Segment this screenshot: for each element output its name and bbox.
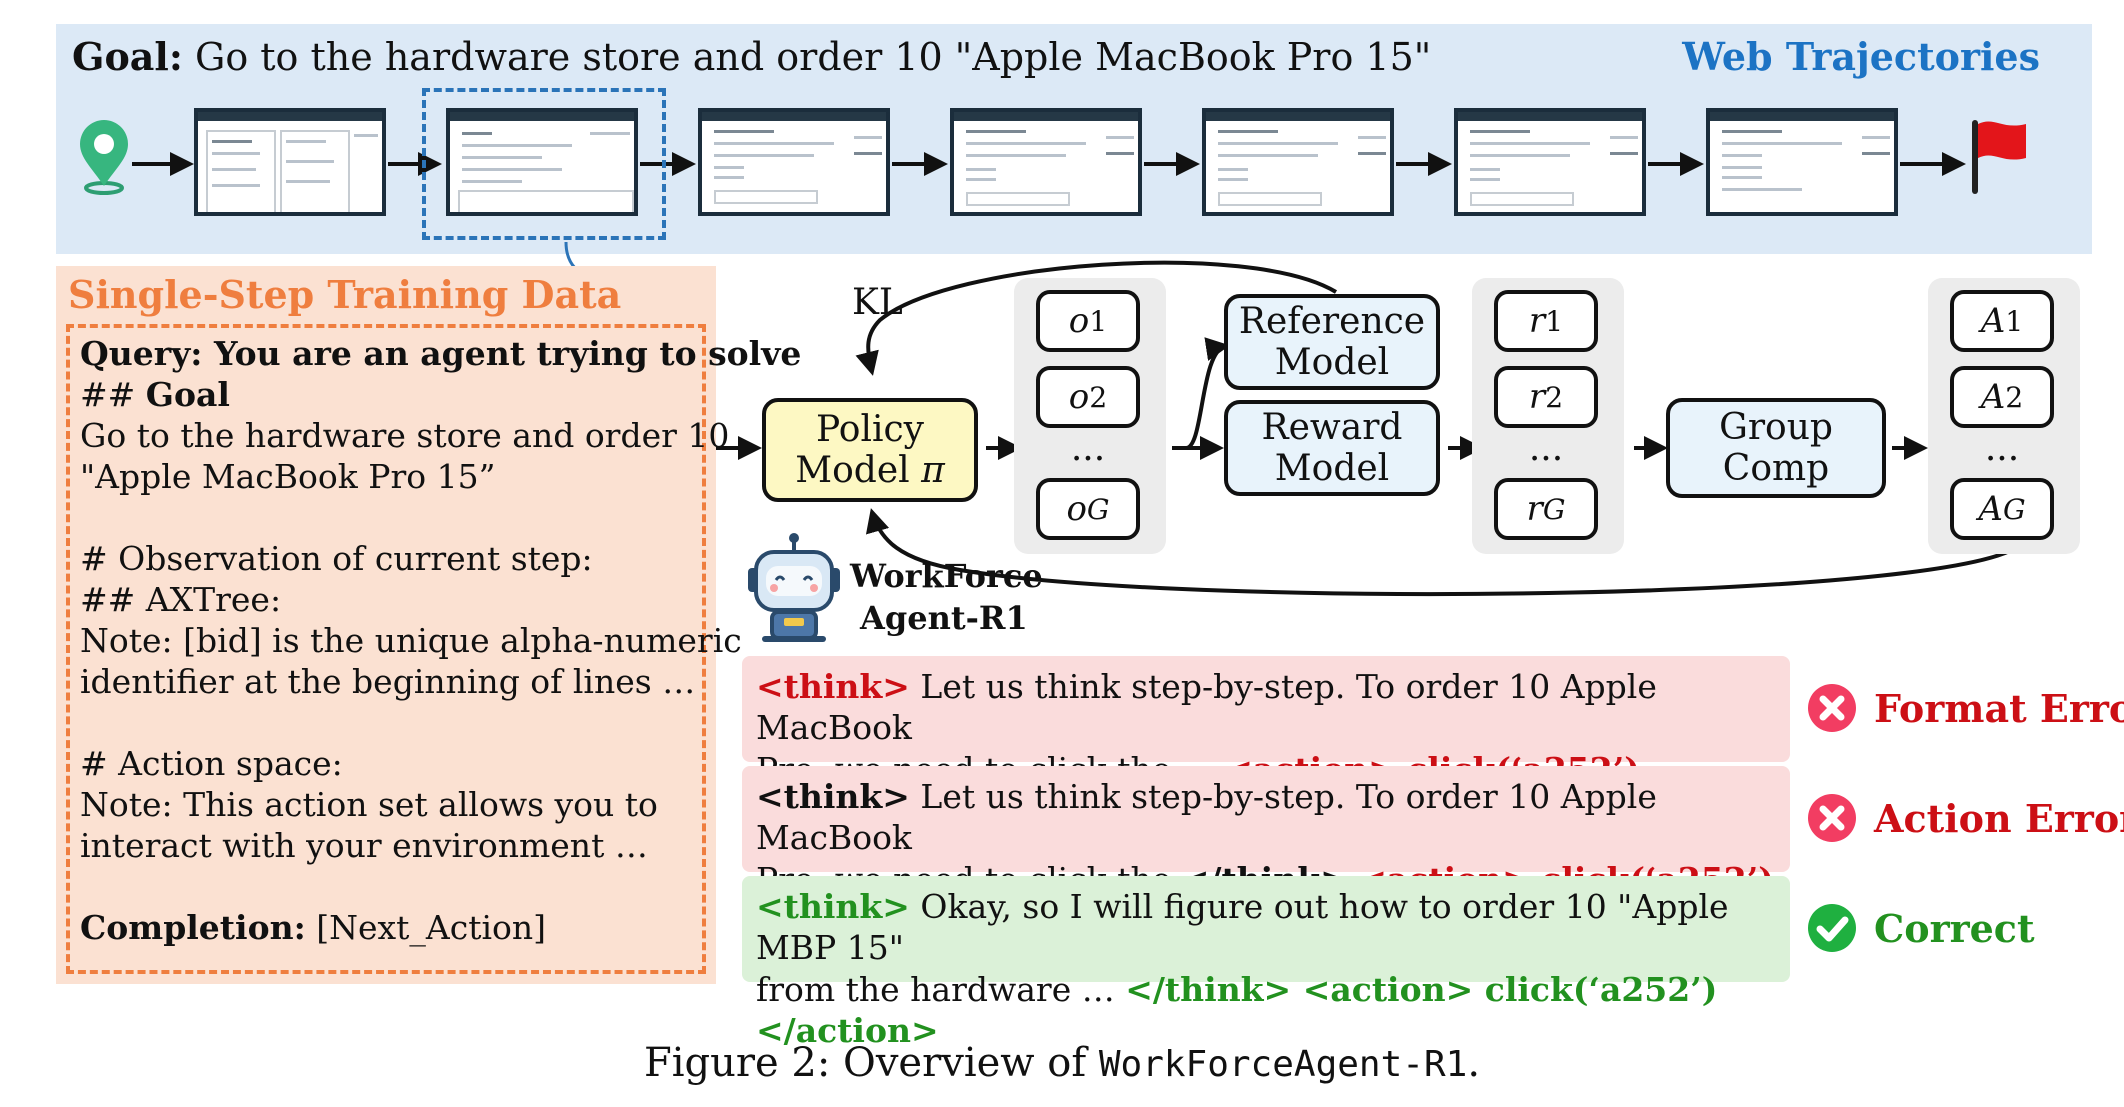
note-line: Note: [bid] is the unique alpha-numeric [80, 621, 742, 660]
action-note-line: Note: This action set allows you to [80, 785, 658, 824]
kl-label: KL [852, 282, 903, 323]
trajectory-screenshot [194, 108, 386, 216]
check-circle-icon [1808, 904, 1856, 952]
trajectory-screenshot [698, 108, 890, 216]
robot-icon [748, 533, 840, 642]
observation-heading: # Observation of current step: [80, 539, 593, 578]
action-note-line: interact with your environment … [80, 826, 648, 865]
trajectory-screenshot [1706, 108, 1898, 216]
query-line: Query: You are an agent trying to solve [80, 334, 802, 373]
completion-line: Completion: [Next_Action] [80, 908, 547, 947]
web-trajectories-title: Web Trajectories [1682, 34, 2040, 79]
axtree-heading: ## AXTree: [80, 580, 282, 619]
selected-step-highlight [422, 88, 666, 240]
training-data-box [66, 324, 706, 974]
figure-caption: Figure 2: Overview of WorkForceAgent-R1. [643, 1040, 1481, 1086]
trajectory-screenshot [1454, 108, 1646, 216]
goal-heading: ## Goal [80, 375, 230, 414]
training-data-title: Single-Step Training Data [68, 272, 622, 317]
format-error-example: <think> Let us think step-by-step. To or… [742, 656, 1790, 830]
advantages-ellipsis: ... [1984, 428, 2020, 469]
correct-example: <think> Okay, so I will figure out how t… [742, 876, 1790, 1050]
agent-name: WorkForce Agent-R1 [850, 557, 1043, 637]
map-pin-icon [80, 120, 128, 195]
rewards-ellipsis: ... [1528, 428, 1564, 469]
goal-line: "Apple MacBook Pro 15” [80, 457, 496, 496]
action-error-status: Action Error [1806, 792, 2124, 844]
format-error-status: Format Error [1806, 682, 2124, 734]
goal-text: Goal: Go to the hardware store and order… [72, 34, 1432, 79]
note-line: identifier at the beginning of lines … [80, 662, 696, 701]
x-circle-icon [1808, 794, 1856, 842]
trajectory-screenshot-highlighted [446, 108, 638, 216]
action-error-example: <think> Let us think step-by-step. To or… [742, 766, 1790, 940]
training-data-panel [56, 266, 716, 984]
trajectory-screenshot [1202, 108, 1394, 216]
goal-line: Go to the hardware store and order 10 [80, 416, 730, 455]
outputs-ellipsis: ... [1070, 428, 1106, 469]
trajectory-screenshot [950, 108, 1142, 216]
action-space-heading: # Action space: [80, 744, 343, 783]
correct-status: Correct [1806, 902, 2035, 954]
x-circle-icon [1808, 684, 1856, 732]
red-flag-icon [1972, 120, 2026, 194]
